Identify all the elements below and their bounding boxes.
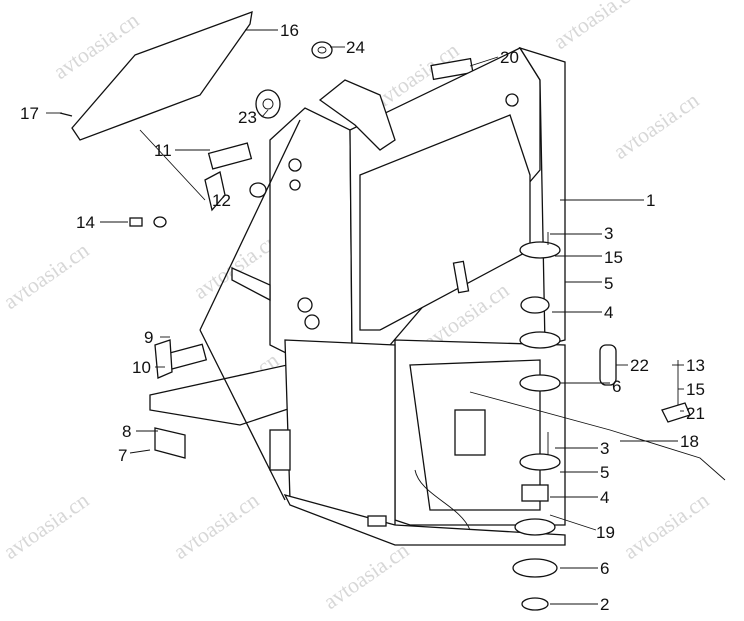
bolt xyxy=(129,217,143,227)
grease-hose xyxy=(469,391,726,481)
bearing-stack-upper xyxy=(519,232,561,392)
callout-23: 23 xyxy=(238,108,257,127)
callout-8: 8 xyxy=(122,422,131,441)
cover-plate xyxy=(71,11,253,141)
callout-6-b: 6 xyxy=(600,559,609,578)
plate xyxy=(661,402,691,423)
callout-10: 10 xyxy=(132,358,151,377)
pin xyxy=(207,142,253,170)
washer xyxy=(311,41,333,59)
callout-20: 20 xyxy=(500,48,519,67)
callout-1: 1 xyxy=(646,191,655,210)
watermark: avtoasia.cn xyxy=(619,487,714,564)
callout-labels: 16 24 20 17 23 11 1 14 12 3 15 5 4 9 10 … xyxy=(20,21,705,614)
callout-18: 18 xyxy=(680,432,699,451)
callout-4-b: 4 xyxy=(600,488,609,507)
callout-4: 4 xyxy=(604,303,613,322)
callout-15: 15 xyxy=(604,248,623,267)
callout-3: 3 xyxy=(604,224,613,243)
callout-6: 6 xyxy=(612,377,621,396)
watermark: avtoasia.cn xyxy=(609,87,704,164)
callout-24: 24 xyxy=(346,38,365,57)
callout-21: 21 xyxy=(686,404,705,423)
main-frame xyxy=(149,46,566,546)
nameplate xyxy=(154,427,186,459)
watermark: avtoasia.cn xyxy=(169,487,264,564)
callout-3-b: 3 xyxy=(600,439,609,458)
watermark: avtoasia.cn xyxy=(549,0,644,54)
callout-15-b: 15 xyxy=(686,380,705,399)
callout-7: 7 xyxy=(118,446,127,465)
bearing-stack-lower xyxy=(512,432,561,611)
callout-12: 12 xyxy=(212,191,231,210)
leader-lines xyxy=(46,29,684,605)
callout-17: 17 xyxy=(20,104,39,123)
callout-19: 19 xyxy=(596,523,615,542)
callout-5: 5 xyxy=(604,274,613,293)
watermark: avtoasia.cn xyxy=(0,487,93,564)
lock-plate xyxy=(154,339,173,379)
washer xyxy=(255,89,281,119)
callout-14: 14 xyxy=(76,213,95,232)
callout-13: 13 xyxy=(686,356,705,375)
callout-16: 16 xyxy=(280,21,299,40)
watermark: avtoasia.cn xyxy=(319,537,414,614)
washer xyxy=(153,216,167,228)
lock-plate xyxy=(204,171,226,212)
bushing xyxy=(249,182,267,198)
callout-9: 9 xyxy=(144,328,153,347)
callout-2: 2 xyxy=(600,595,609,614)
watermark: avtoasia.cn xyxy=(0,237,93,314)
callout-11: 11 xyxy=(154,141,172,160)
callout-22: 22 xyxy=(630,356,649,375)
callout-5-b: 5 xyxy=(600,463,609,482)
